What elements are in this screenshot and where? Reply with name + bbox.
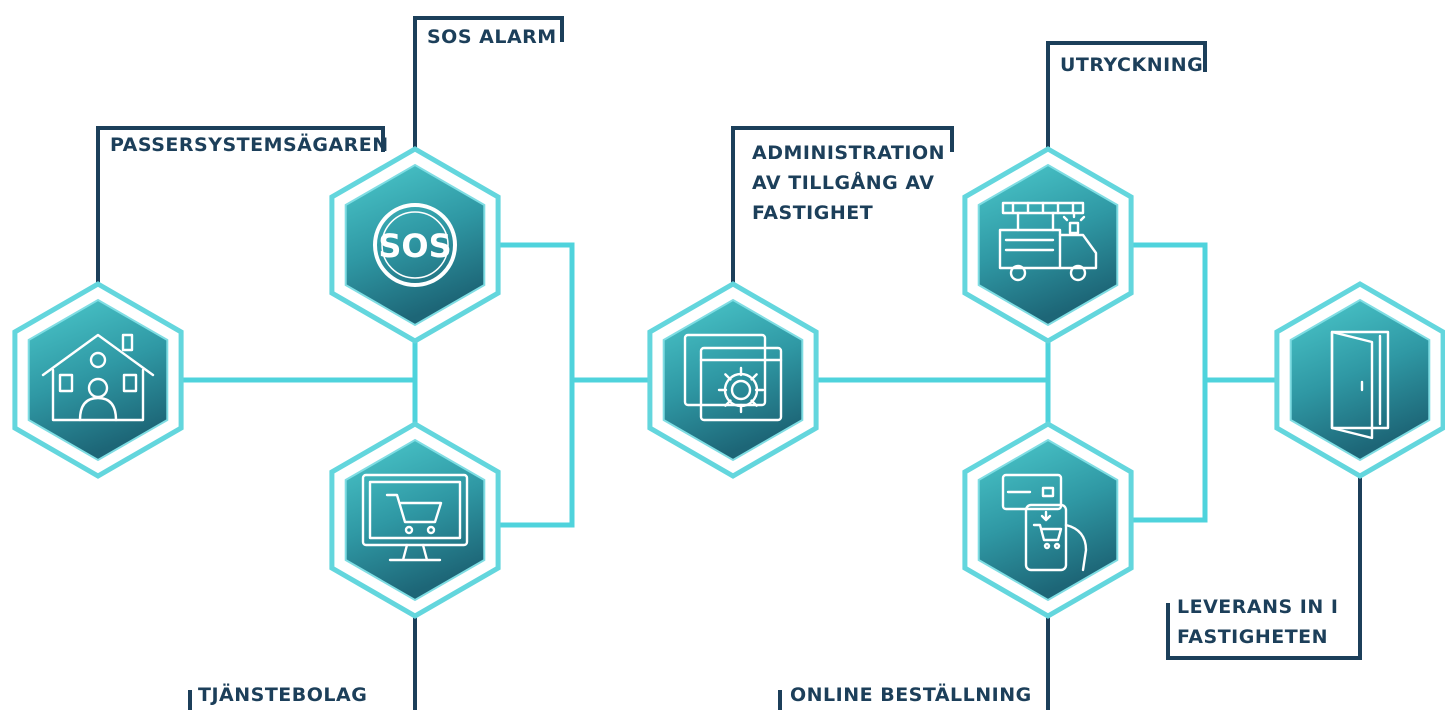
hex-inner [977, 438, 1119, 602]
door-icon [1330, 330, 1390, 440]
settings-window-icon [683, 333, 783, 422]
connector-sos-service-bracket [497, 242, 575, 528]
label-tjanstebolag: TJÄNSTEBOLAG [198, 684, 368, 706]
callout-sos [413, 16, 564, 157]
callout-owner [96, 126, 385, 287]
fire-truck-icon [998, 201, 1098, 282]
monitor-cart-icon [361, 473, 469, 562]
house-person-icon [41, 333, 155, 422]
hex-node-online [962, 421, 1134, 619]
hex-node-delivery [1274, 281, 1445, 479]
hex-inner [1289, 298, 1431, 462]
hex-node-service [329, 421, 501, 619]
hex-node-emergency [962, 146, 1134, 344]
svg-text:SOS: SOS [378, 227, 451, 265]
label-online-bestallning: ONLINE BESTÄLLNING [790, 684, 1032, 706]
hex-inner [344, 438, 486, 602]
label-passersystemsagaren: PASSERSYSTEMSÄGAREN [110, 134, 389, 156]
hex-node-sos: SOS [329, 146, 501, 344]
phone-payment-icon [1001, 473, 1088, 572]
label-utryckning: UTRYCKNING [1060, 54, 1204, 76]
connector-emergency-online-bracket [1127, 242, 1208, 523]
hex-inner [344, 163, 486, 327]
sos-icon: SOS [373, 203, 457, 287]
label-administration: ADMINISTRATION AV TILLGÅNG AV FASTIGHET [752, 142, 946, 224]
callout-lines [96, 16, 1362, 710]
hex-node-admin [647, 281, 819, 479]
label-sos-alarm: SOS ALARM [427, 26, 557, 48]
callout-emergency [1046, 41, 1207, 157]
callout-admin [731, 126, 954, 292]
hex-node-owner [12, 281, 184, 479]
callout-delivery [1166, 466, 1362, 660]
label-leverans: LEVERANS IN I FASTIGHETEN [1177, 596, 1339, 648]
